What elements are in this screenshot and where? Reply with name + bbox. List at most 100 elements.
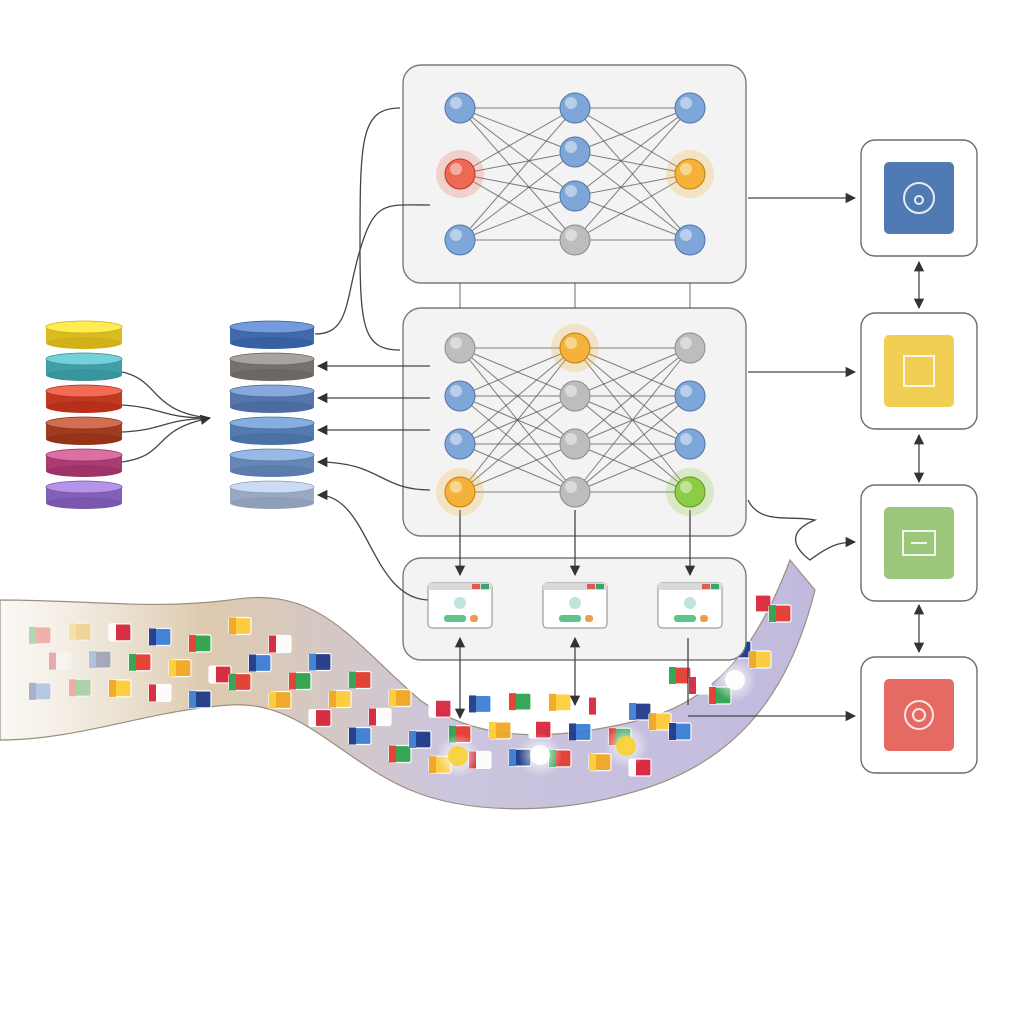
top-net-node — [559, 92, 591, 124]
flag-icon — [348, 670, 372, 690]
flag-icon — [288, 671, 312, 691]
right-stack-disk — [229, 384, 315, 413]
left-stack-disk — [45, 320, 123, 349]
flag-icon — [148, 627, 172, 647]
left-stack-disk — [45, 416, 123, 445]
merge-lines — [121, 371, 212, 463]
flag-icon — [268, 690, 292, 710]
top-net-node — [559, 180, 591, 212]
top-net-node — [444, 92, 476, 124]
flag-icon — [388, 688, 412, 708]
flag-icon — [688, 676, 712, 695]
mid-net-node — [436, 468, 484, 516]
mid-net-node — [666, 468, 714, 516]
flag-icon — [748, 594, 772, 613]
flag-icon — [368, 707, 392, 727]
flag-icon — [308, 708, 332, 728]
flag-icon — [508, 692, 532, 711]
right-stack-disk — [229, 480, 315, 509]
output-tile — [860, 312, 978, 430]
top-net-wires — [459, 107, 691, 241]
mid-net-node — [674, 428, 706, 460]
top-net-node — [666, 150, 714, 198]
flag-icon — [648, 712, 672, 731]
flag-icon — [68, 622, 92, 641]
left-stack-disk — [45, 448, 123, 477]
data-stack-left — [45, 320, 123, 509]
network-top — [436, 92, 714, 256]
output-arrows — [688, 192, 925, 722]
flag-icon — [48, 651, 72, 671]
ui-cards — [427, 582, 723, 629]
flag-icon — [488, 721, 512, 740]
flag-icon — [348, 726, 372, 746]
top-net-node — [436, 150, 484, 198]
flag-icon — [108, 623, 132, 642]
frame-icon — [903, 355, 935, 387]
flag-icon — [28, 626, 52, 645]
mid-net-node — [559, 380, 591, 412]
ui-card — [427, 582, 493, 629]
flag-icon — [568, 722, 592, 742]
network-middle — [436, 324, 714, 516]
output-tile — [860, 139, 978, 257]
flag-icon — [588, 696, 612, 716]
flag-icon — [148, 683, 172, 703]
flag-icon — [548, 693, 572, 712]
mid-net-node — [444, 332, 476, 364]
left-stack-disk — [45, 480, 123, 509]
flag-icon — [228, 616, 252, 636]
glow-node — [436, 734, 480, 778]
top-net-node — [444, 224, 476, 256]
mid-net-node — [444, 380, 476, 412]
flag-icon — [168, 658, 192, 678]
flag-icon — [248, 653, 272, 673]
top-net-node — [559, 224, 591, 256]
flag-icon — [188, 634, 212, 653]
flag-icon — [668, 666, 692, 685]
mid-net-node — [559, 476, 591, 508]
stream-glows — [436, 658, 757, 778]
output-tiles — [860, 139, 978, 774]
flag-icon — [668, 722, 692, 741]
flag-icon — [768, 604, 792, 623]
flag-icon — [88, 650, 112, 669]
panel-links — [454, 283, 696, 720]
chart-frame-icon — [902, 530, 936, 556]
flag-icon — [188, 690, 212, 709]
stack-to-panel-links — [314, 107, 431, 601]
output-tile — [860, 484, 978, 602]
flag-icon — [408, 730, 432, 749]
flag-icon — [68, 678, 92, 697]
glow-node — [518, 733, 562, 777]
right-stack-disk — [229, 320, 315, 349]
flag-icon — [328, 689, 352, 709]
flag-icon — [108, 679, 132, 698]
mid-net-node — [444, 428, 476, 460]
flag-icon — [28, 682, 52, 701]
mid-net-node — [551, 324, 599, 372]
right-stack-disk — [229, 352, 315, 381]
mid-net-node — [674, 380, 706, 412]
face-outline-icon — [903, 182, 935, 214]
flag-icon — [428, 699, 452, 718]
flag-icon — [588, 752, 612, 772]
ui-card — [542, 582, 608, 629]
flag-icon — [128, 653, 152, 672]
data-stack-right — [229, 320, 315, 509]
mid-net-node — [674, 332, 706, 364]
left-stack-disk — [45, 352, 123, 381]
flag-icon — [268, 634, 292, 654]
top-net-node — [674, 92, 706, 124]
right-stack-disk — [229, 448, 315, 477]
flag-icon — [388, 744, 412, 764]
flag-icon — [208, 665, 232, 684]
mid-net-wires — [459, 347, 691, 493]
flag-icon — [468, 694, 492, 714]
glow-node — [713, 658, 757, 702]
flag-icon — [628, 702, 652, 721]
top-net-node — [674, 224, 706, 256]
left-stack-disk — [45, 384, 123, 413]
flags-stream — [0, 558, 816, 810]
